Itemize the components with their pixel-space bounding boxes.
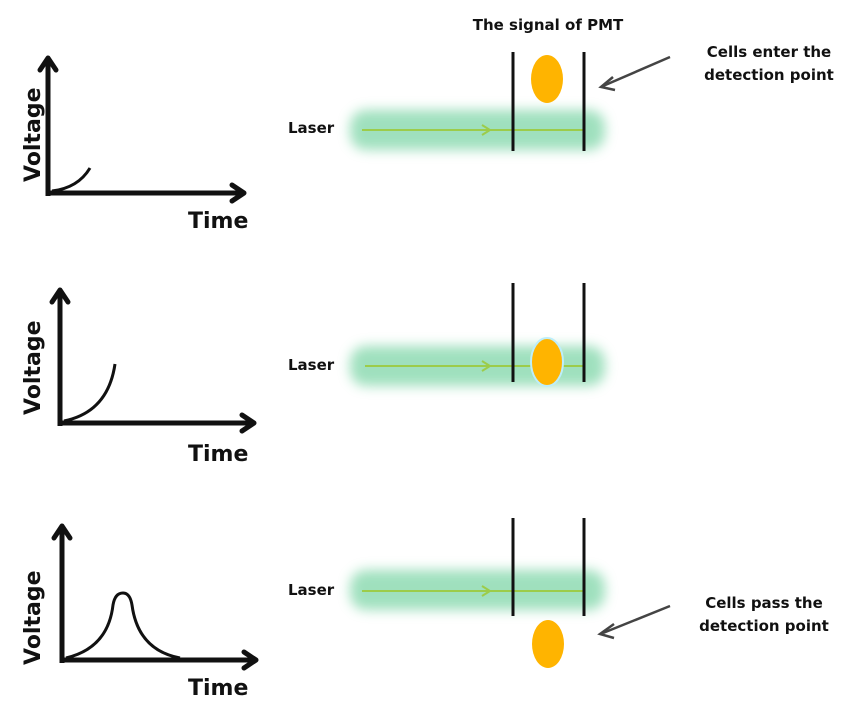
annotation-arrow-head-icon [597,622,615,640]
y-axis-label: Voltage [21,320,46,415]
x-axis-label: Time [188,676,248,701]
x-axis-label: Time [188,442,248,467]
cell [530,337,564,387]
laser-label: Laser [288,581,335,599]
voltage-time-graph-2: Voltage Time [21,287,257,467]
x-axis-label: Time [188,209,248,234]
x-axis-arrow-icon [229,182,247,204]
annotation-line-2: detection point [704,66,834,84]
panel-1: Voltage Time Laser Cells enter the detec… [21,43,834,234]
annotation-line-1: Cells enter the [707,43,831,61]
y-axis-arrow-icon [37,55,59,73]
diagram-title: The signal of PMT [473,16,624,34]
cell [532,620,564,668]
annotation-arrow-head-icon [598,76,616,92]
signal-curve [65,591,181,660]
laser-direction-arrow-icon [481,124,492,136]
annotation-line-2: detection point [699,617,829,635]
voltage-time-graph-1: Voltage Time [21,55,248,234]
laser-label: Laser [288,119,335,137]
annotation-line-1: Cells pass the [705,594,823,612]
panel-3: Voltage Time Laser Cells pass the detect… [21,518,829,701]
y-axis-label: Voltage [21,87,46,182]
y-axis-arrow-icon [51,523,73,541]
signal-curve [51,167,92,193]
laser-direction-arrow-icon [481,360,492,372]
x-axis-arrow-icon [241,649,259,671]
signal-curve [63,363,117,423]
annotation-arrow [602,55,671,88]
y-axis-arrow-icon [49,287,71,305]
laser-label: Laser [288,356,335,374]
y-axis-label: Voltage [21,570,46,665]
cell [531,55,563,103]
panel-2: Voltage Time Laser [21,283,605,467]
laser-direction-arrow-icon [481,585,492,597]
annotation-arrow [602,604,671,635]
voltage-time-graph-3: Voltage Time [21,523,259,701]
x-axis-arrow-icon [239,412,257,434]
